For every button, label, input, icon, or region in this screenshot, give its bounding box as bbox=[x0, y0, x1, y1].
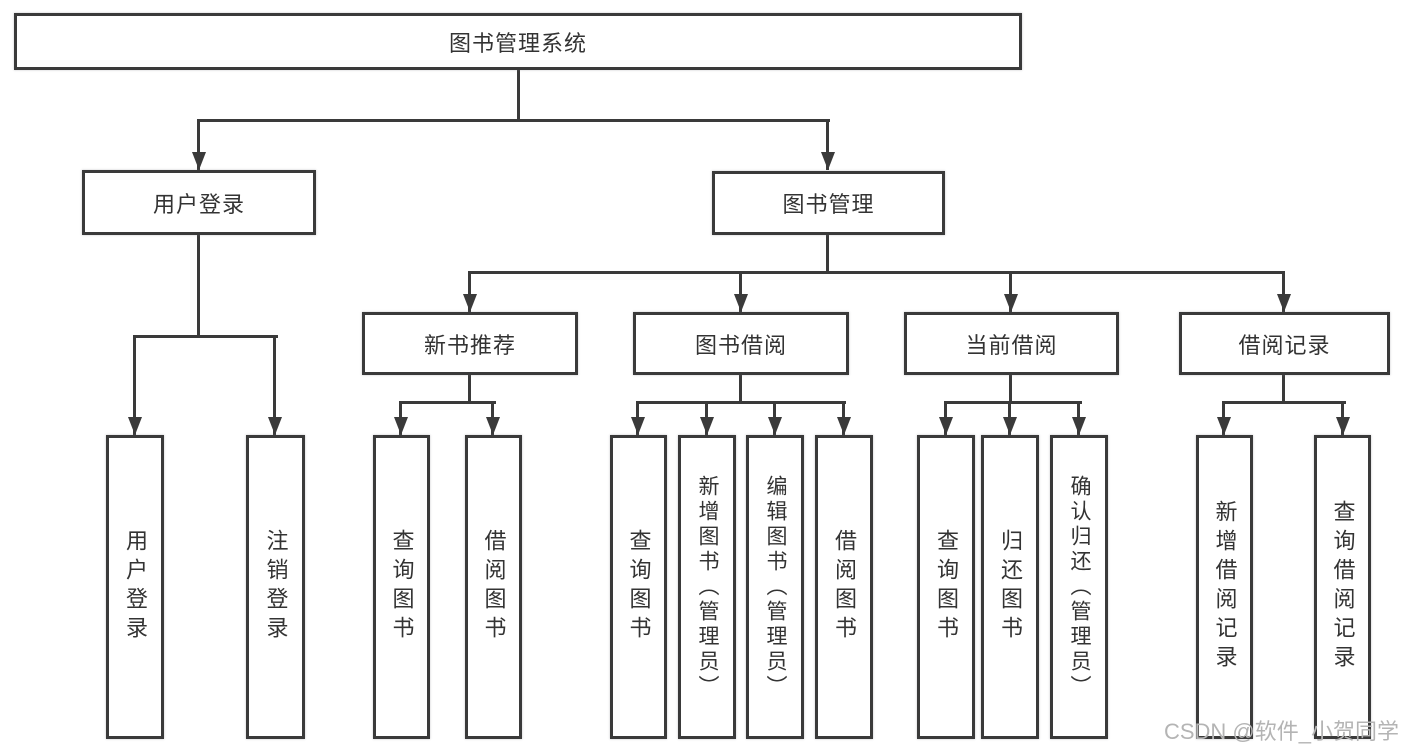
connector-line bbox=[197, 119, 830, 122]
leaf-return-books: 归还图书 bbox=[981, 435, 1039, 739]
leaf-query-borrow-record-label: 查询借阅记录 bbox=[1330, 500, 1356, 674]
arrow-down-icon bbox=[486, 417, 500, 435]
arrow-down-icon bbox=[1003, 417, 1017, 435]
leaf-borrow-books-recommend: 借阅图书 bbox=[465, 435, 522, 739]
arrow-down-icon bbox=[463, 294, 477, 312]
connector-line bbox=[468, 271, 1285, 274]
connector-line bbox=[468, 271, 471, 312]
arrow-down-icon bbox=[1217, 417, 1231, 435]
arrow-down-icon bbox=[734, 294, 748, 312]
arrow-down-icon bbox=[1336, 417, 1350, 435]
connector-line bbox=[944, 401, 1082, 404]
leaf-borrow-books: 借阅图书 bbox=[815, 435, 873, 739]
arrow-down-icon bbox=[837, 417, 851, 435]
connector-line bbox=[826, 119, 829, 170]
leaf-logout-label: 注销登录 bbox=[263, 529, 289, 645]
connector-line bbox=[1282, 271, 1285, 312]
leaf-query-books-current: 查询图书 bbox=[917, 435, 975, 739]
leaf-query-borrow-record: 查询借阅记录 bbox=[1314, 435, 1371, 739]
arrow-down-icon bbox=[1004, 294, 1018, 312]
leaf-query-books-current-label: 查询图书 bbox=[934, 529, 959, 645]
arrow-down-icon bbox=[1072, 417, 1086, 435]
arrow-down-icon bbox=[192, 152, 206, 170]
arrow-down-icon bbox=[1277, 294, 1291, 312]
connector-line bbox=[1282, 375, 1285, 404]
connector-line bbox=[197, 235, 200, 338]
arrow-down-icon bbox=[939, 417, 953, 435]
leaf-edit-books-admin-label: 编辑图书（管理员） bbox=[764, 474, 787, 700]
leaf-query-books-recommend: 查询图书 bbox=[373, 435, 430, 739]
arrow-down-icon bbox=[268, 417, 282, 435]
node-borrowing-records-label: 借阅记录 bbox=[1238, 332, 1331, 358]
node-user-login-label: 用户登录 bbox=[152, 191, 245, 217]
leaf-user-login-label: 用户登录 bbox=[123, 529, 148, 645]
leaf-confirm-return-admin: 确认归还（管理员） bbox=[1050, 435, 1108, 739]
connector-line bbox=[826, 235, 829, 274]
connector-line bbox=[273, 335, 276, 435]
leaf-add-borrow-record: 新增借阅记录 bbox=[1196, 435, 1253, 739]
connector-line bbox=[133, 335, 278, 338]
connector-line bbox=[197, 119, 200, 170]
node-book-management: 图书管理 bbox=[712, 171, 945, 235]
node-current-borrowing: 当前借阅 bbox=[904, 312, 1119, 375]
node-new-book-recommendation-label: 新书推荐 bbox=[423, 332, 516, 358]
root-node: 图书管理系统 bbox=[14, 13, 1022, 70]
connector-line bbox=[1009, 375, 1012, 404]
node-book-borrowing-label: 图书借阅 bbox=[694, 332, 787, 358]
arrow-down-icon bbox=[394, 417, 408, 435]
leaf-borrow-books-label: 借阅图书 bbox=[832, 529, 857, 645]
arrow-down-icon bbox=[128, 417, 142, 435]
leaf-borrow-books-recommend-label: 借阅图书 bbox=[481, 529, 507, 645]
leaf-return-books-label: 归还图书 bbox=[998, 529, 1023, 645]
connector-line bbox=[739, 375, 742, 404]
leaf-query-books-borrow-label: 查询图书 bbox=[626, 529, 652, 645]
leaf-query-books-recommend-label: 查询图书 bbox=[389, 529, 415, 645]
connector-line bbox=[636, 401, 846, 404]
arrow-down-icon bbox=[768, 417, 782, 435]
connector-line bbox=[517, 70, 520, 122]
connector-line bbox=[1009, 271, 1012, 312]
node-borrowing-records: 借阅记录 bbox=[1179, 312, 1390, 375]
root-node-label: 图书管理系统 bbox=[448, 30, 587, 56]
connector-line bbox=[1222, 401, 1346, 404]
node-book-management-label: 图书管理 bbox=[782, 192, 875, 217]
leaf-query-books-borrow: 查询图书 bbox=[610, 435, 667, 739]
leaf-add-borrow-record-label: 新增借阅记录 bbox=[1212, 500, 1238, 674]
leaf-logout: 注销登录 bbox=[246, 435, 305, 739]
arrow-down-icon bbox=[631, 417, 645, 435]
connector-line bbox=[739, 271, 742, 312]
leaf-add-books-admin-label: 新增图书（管理员） bbox=[696, 474, 719, 700]
connector-line bbox=[399, 401, 496, 404]
arrow-down-icon bbox=[821, 152, 835, 170]
node-new-book-recommendation: 新书推荐 bbox=[362, 312, 578, 375]
arrow-down-icon bbox=[700, 417, 714, 435]
connector-line bbox=[133, 335, 136, 435]
leaf-add-books-admin: 新增图书（管理员） bbox=[678, 435, 736, 739]
csdn-watermark: CSDN @软件_小贺同学 bbox=[1163, 719, 1399, 744]
leaf-edit-books-admin: 编辑图书（管理员） bbox=[746, 435, 804, 739]
leaf-confirm-return-admin-label: 确认归还（管理员） bbox=[1068, 474, 1091, 700]
node-book-borrowing: 图书借阅 bbox=[633, 312, 849, 375]
node-current-borrowing-label: 当前借阅 bbox=[965, 332, 1058, 358]
node-user-login: 用户登录 bbox=[82, 170, 316, 235]
leaf-user-login: 用户登录 bbox=[106, 435, 164, 739]
connector-line bbox=[468, 375, 471, 404]
